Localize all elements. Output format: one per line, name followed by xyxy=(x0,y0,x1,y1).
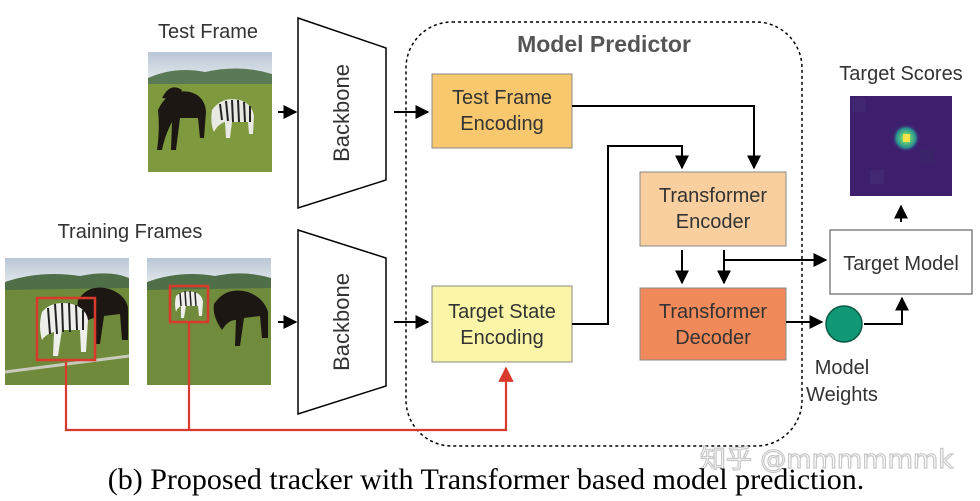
transformer-decoder-line1: Transformer xyxy=(659,301,768,323)
transformer-encoder-box: Transformer Encoder xyxy=(639,171,787,247)
target-model-label: Target Model xyxy=(843,253,959,275)
target-scores-label: Target Scores xyxy=(839,63,962,85)
transformer-decoder-line2: Decoder xyxy=(675,327,751,349)
transformer-encoder-line2: Encoder xyxy=(676,211,751,233)
target-model-box: Target Model xyxy=(829,229,973,295)
figure-caption: (b) Proposed tracker with Transformer ba… xyxy=(108,463,865,496)
arrow-weights-to-target-model xyxy=(864,296,909,325)
training-frame-1-bbox xyxy=(35,296,97,362)
test-frame-label: Test Frame xyxy=(158,21,258,43)
backbone-top-label: Backbone xyxy=(329,64,354,162)
arrow-test-encoding-to-encoder xyxy=(572,105,761,170)
backbone-top: Backbone xyxy=(297,16,387,210)
target-scores-heatmap xyxy=(850,96,952,196)
model-predictor-region xyxy=(405,21,803,447)
target-state-encoding-line2: Encoding xyxy=(460,327,543,349)
transformer-encoder-line1: Transformer xyxy=(659,185,768,207)
test-frame-encoding-box: Test Frame Encoding xyxy=(431,73,573,149)
test-zebra xyxy=(211,99,254,138)
transformer-decoder-box: Transformer Decoder xyxy=(639,287,787,361)
training-frame-2-image xyxy=(147,258,271,385)
test-frame-encoding-line2: Encoding xyxy=(460,113,543,135)
backbone-bottom-label: Backbone xyxy=(329,273,354,371)
model-weights-label-line1: Model xyxy=(815,357,869,379)
model-predictor-title: Model Predictor xyxy=(517,31,691,57)
test-frame-image xyxy=(148,52,272,172)
test-frame-encoding-line1: Test Frame xyxy=(452,87,552,109)
target-state-encoding-line1: Target State xyxy=(448,301,556,323)
watermark: 知乎 @mmmmmmk xyxy=(700,445,953,475)
model-weights-node xyxy=(825,305,863,343)
training-frames-label: Training Frames xyxy=(58,221,203,243)
arrow-state-encoding-to-encoder xyxy=(572,145,689,325)
red-annotation-arrow xyxy=(64,362,514,432)
backbone-bottom: Backbone xyxy=(297,228,387,416)
target-state-encoding-box: Target State Encoding xyxy=(431,285,573,363)
model-weights-label-line2: Weights xyxy=(806,384,878,406)
